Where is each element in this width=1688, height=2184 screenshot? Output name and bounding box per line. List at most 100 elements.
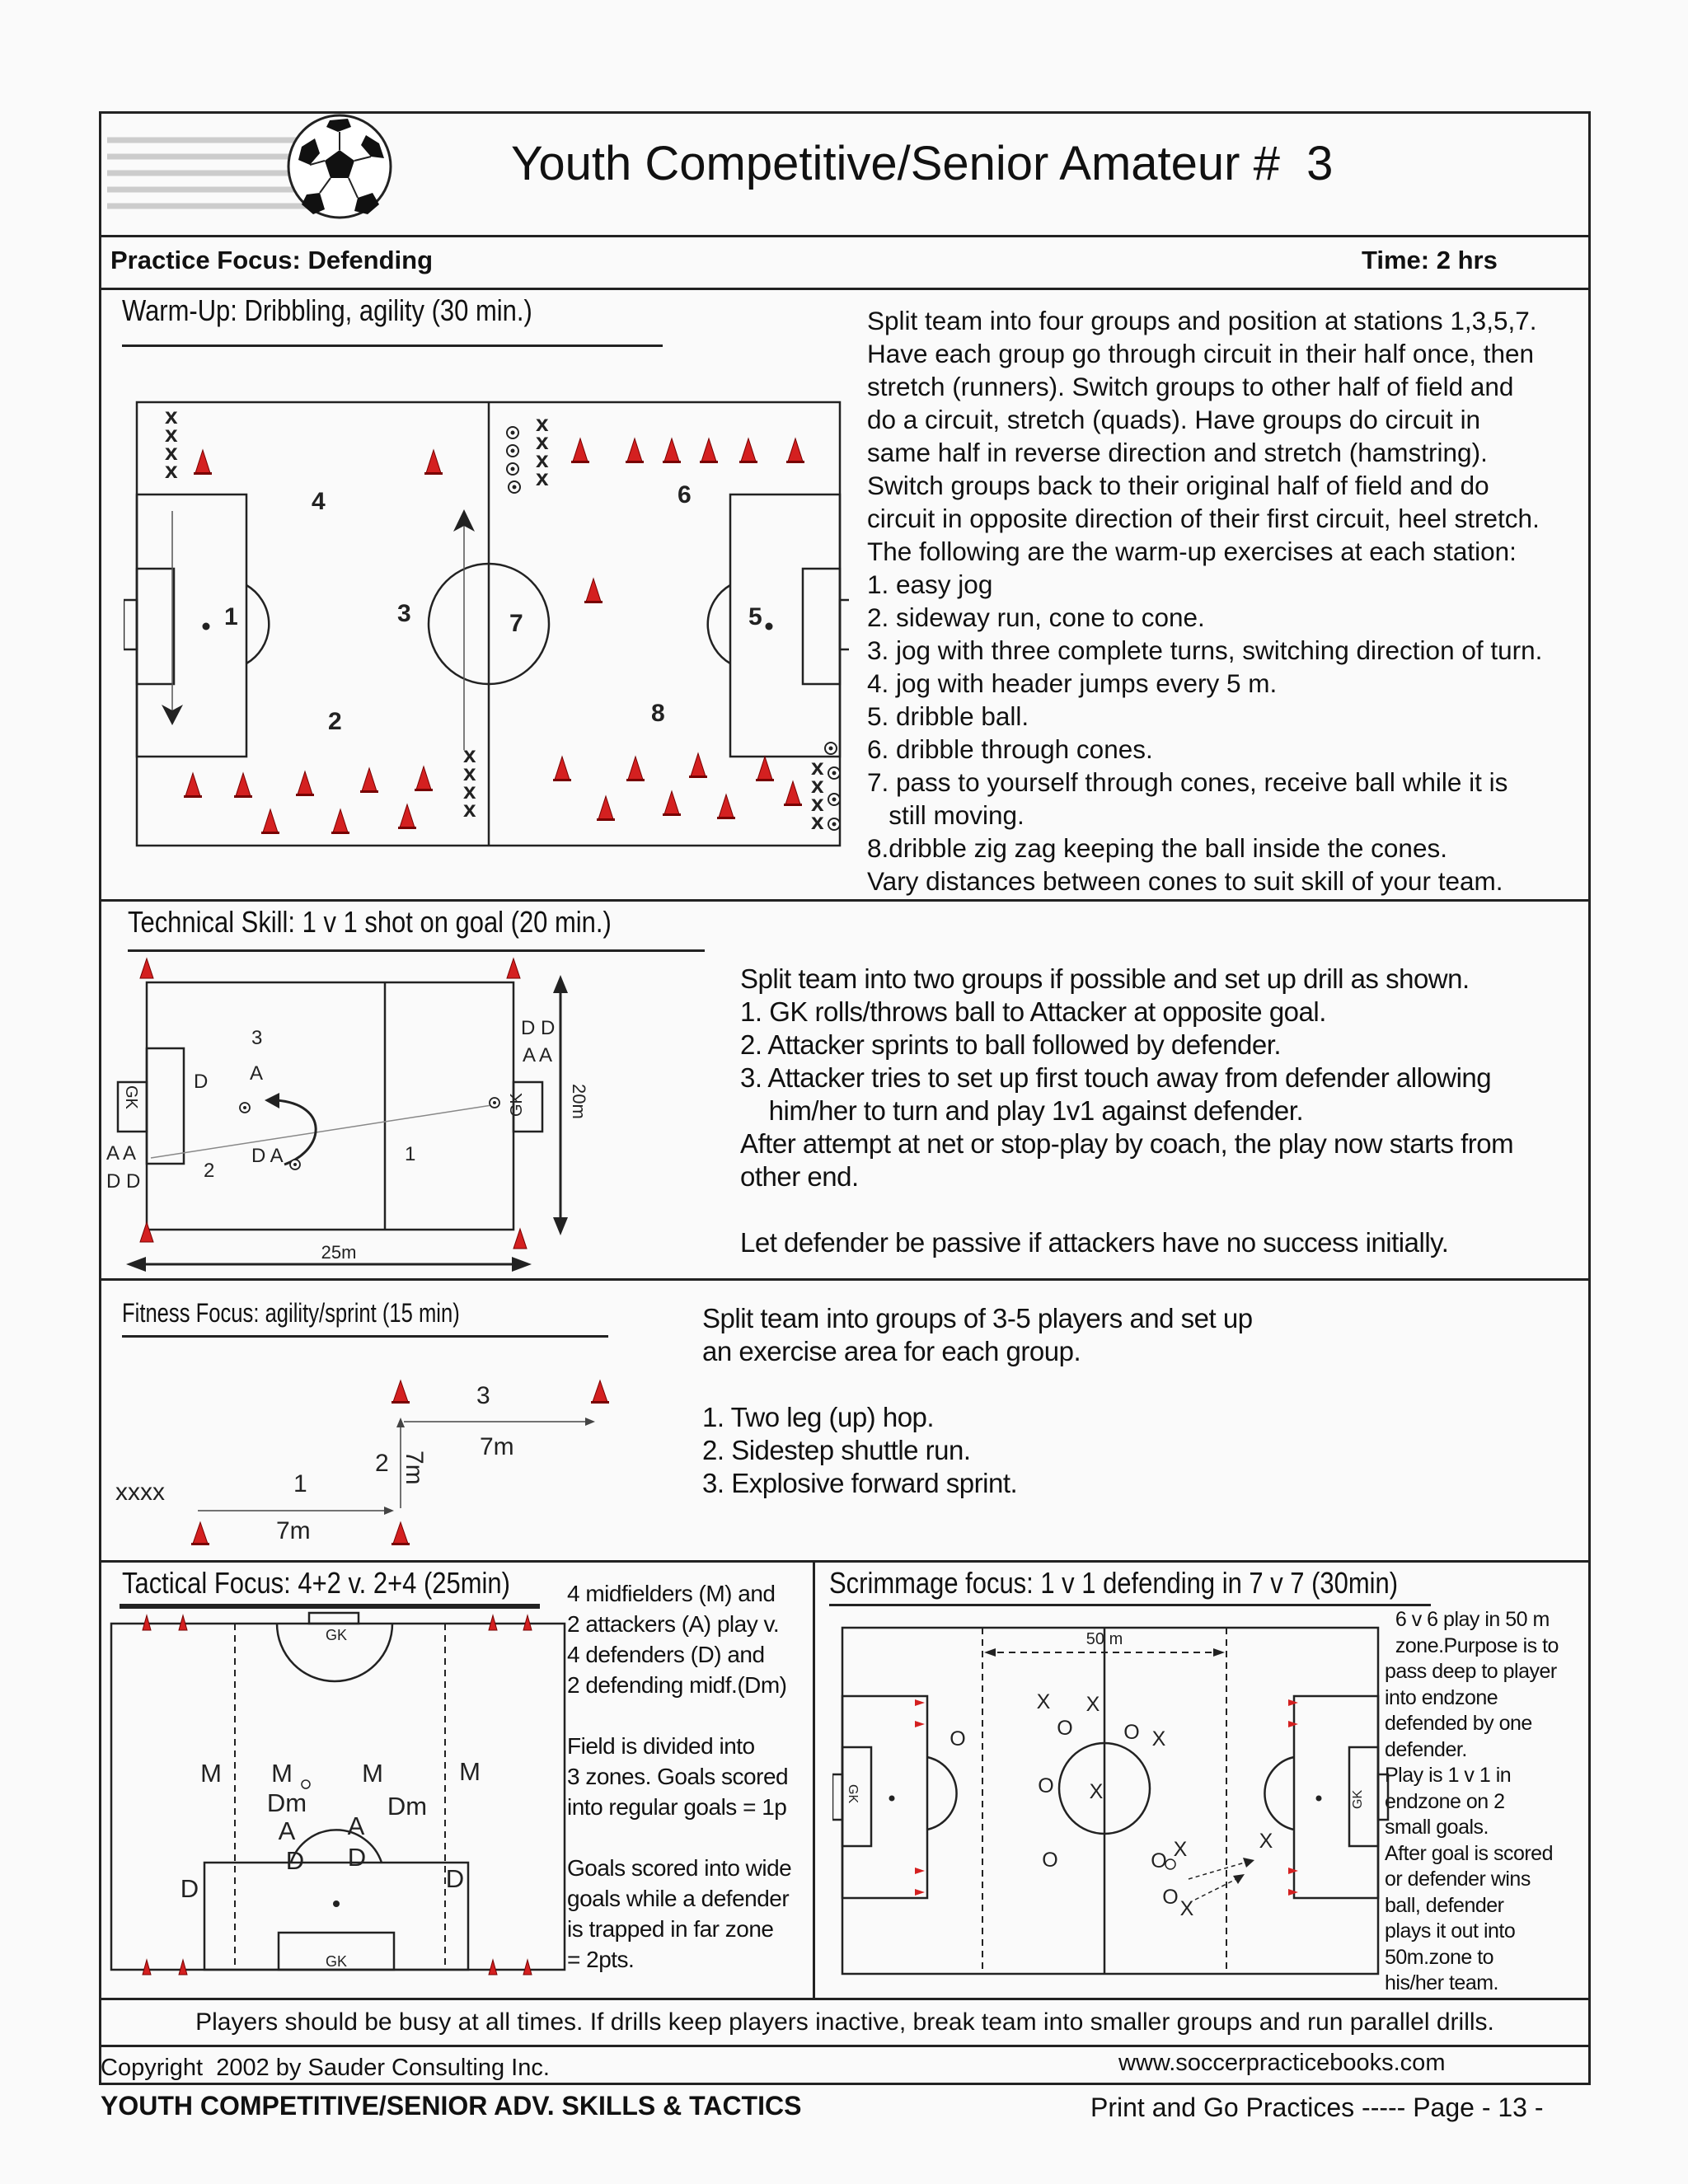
divider [99,1998,1591,2000]
aa-group: A A [523,1044,552,1066]
player-x: x [165,439,178,465]
cones [183,438,805,835]
step-3: 3 [476,1382,490,1409]
gk-label: GK [508,1092,526,1117]
player-x: x [536,465,549,490]
station-4: 4 [312,488,326,515]
attacker: A [279,1816,296,1845]
team-o: O [1151,1849,1166,1872]
gk-label: GK [1351,1790,1365,1809]
midfielder: M [459,1757,481,1786]
gk-label: GK [326,1627,347,1643]
aa-group: A A [106,1142,136,1165]
team-x: X [1180,1897,1194,1920]
zone-label: 50 m [1086,1630,1123,1648]
website-link[interactable]: www.soccerpracticebooks.com [1118,2050,1446,2076]
station-8: 8 [651,700,665,727]
divider [99,899,1591,902]
scrimmage-text: 6 v 6 play in 50 m zone.Purpose is to pa… [1385,1608,1559,1994]
width-label: 25m [321,1242,357,1263]
flags [915,1699,1298,1896]
step-1: 1 [405,1143,415,1165]
step-2: 2 [375,1450,389,1477]
step-1: 1 [293,1470,307,1497]
defender: D [181,1874,199,1903]
step-2: 2 [204,1160,214,1182]
player-x: x [165,421,178,447]
page-title: Youth Competitive/Senior Amateur # 3 [511,137,1334,190]
gk-label: GK [122,1085,140,1110]
player-x: x [536,429,549,454]
gk-label: GK [326,1953,347,1970]
scrimmage-title: Scrimmage focus: 1 v 1 defending in 7 v … [829,1566,1399,1600]
dd-group: D D [106,1170,140,1193]
team-x: X [1037,1690,1051,1713]
warmup-field-diagram: 1 2 3 4 5 6 7 8 x x x x x x x x x x x x … [124,401,849,847]
team-o: O [950,1727,965,1750]
fitness-title-underline [122,1335,608,1338]
page-frame [99,111,1591,2085]
divider [99,1560,1591,1563]
practice-focus: Practice Focus: Defending [110,246,434,274]
players: xxxx [115,1479,165,1506]
team-o: O [1042,1849,1057,1872]
team-x: X [1174,1838,1188,1861]
fitness-text: Split team into groups of 3-5 players an… [702,1303,1253,1498]
cones [142,1615,532,1975]
footer-note: Players should be busy at all times. If … [195,2008,1494,2036]
player-x: x [536,447,549,472]
copyright: Copyright 2002 by Sauder Consulting Inc. [101,2055,550,2081]
defender-d: D [194,1071,208,1093]
gk-label: GK [846,1784,860,1803]
player-x: x [811,790,824,816]
technical-title: Technical Skill: 1 v 1 shot on goal (20 … [128,905,612,939]
player-x: x [463,796,476,822]
scrimmage-title-underline [829,1604,1431,1606]
midfielder: M [362,1759,383,1788]
defender: D [446,1864,464,1893]
balls [506,426,841,831]
station-7: 7 [509,610,523,637]
team-o: O [1038,1774,1053,1797]
warmup-title: Warm-Up: Dribbling, agility (30 min.) [122,293,532,327]
soccer-ball-logo [107,114,392,219]
player-x: x [463,760,476,785]
station-1: 1 [224,603,238,630]
page-number: Print and Go Practices ----- Page - 13 - [1090,2093,1544,2122]
defending-midfielder: Dm [387,1792,427,1821]
da-pair: D A [251,1145,284,1167]
player-x: x [165,403,178,429]
divider [99,288,1591,290]
distance-label: 7m [401,1451,428,1485]
station-3: 3 [397,600,411,627]
defender: D [348,1843,366,1872]
player-x: x [811,808,824,834]
player-x: x [165,457,178,483]
team-x: X [1090,1780,1104,1803]
team-o: O [1162,1886,1178,1909]
team-x: X [1086,1693,1100,1716]
defending-midfielder: Dm [267,1788,307,1817]
warmup-text: Split team into four groups and position… [867,306,1543,896]
time-label: Time: 2 hrs [1362,246,1498,274]
player-x: x [463,778,476,804]
warmup-title-underline [122,344,663,347]
technical-field-diagram: GK GK 20m 25m 3 D A D A 1 2 D D A A A A … [106,958,589,1272]
depth-label: 20m [569,1084,589,1119]
fitness-drill-diagram: xxxx 1 2 3 7m 7m 7m [115,1380,610,1546]
player-x: x [811,772,824,798]
team-x: X [1259,1830,1273,1853]
distance-label: 7m [480,1433,514,1460]
defender: D [286,1846,304,1875]
divider [813,1560,815,1998]
dd-group: D D [521,1017,555,1039]
cones [139,958,528,1249]
player-x: x [463,742,476,767]
player-x: x [536,410,549,436]
book-title: YOUTH COMPETITIVE/SENIOR ADV. SKILLS & T… [101,2091,802,2121]
team-o: O [1123,1721,1139,1744]
tactical-field-diagram: GK GK M M M M Dm Dm A A D D D D [110,1611,566,1975]
step-3: 3 [251,1027,262,1049]
player-x: x [811,754,824,780]
divider [99,2045,1591,2047]
